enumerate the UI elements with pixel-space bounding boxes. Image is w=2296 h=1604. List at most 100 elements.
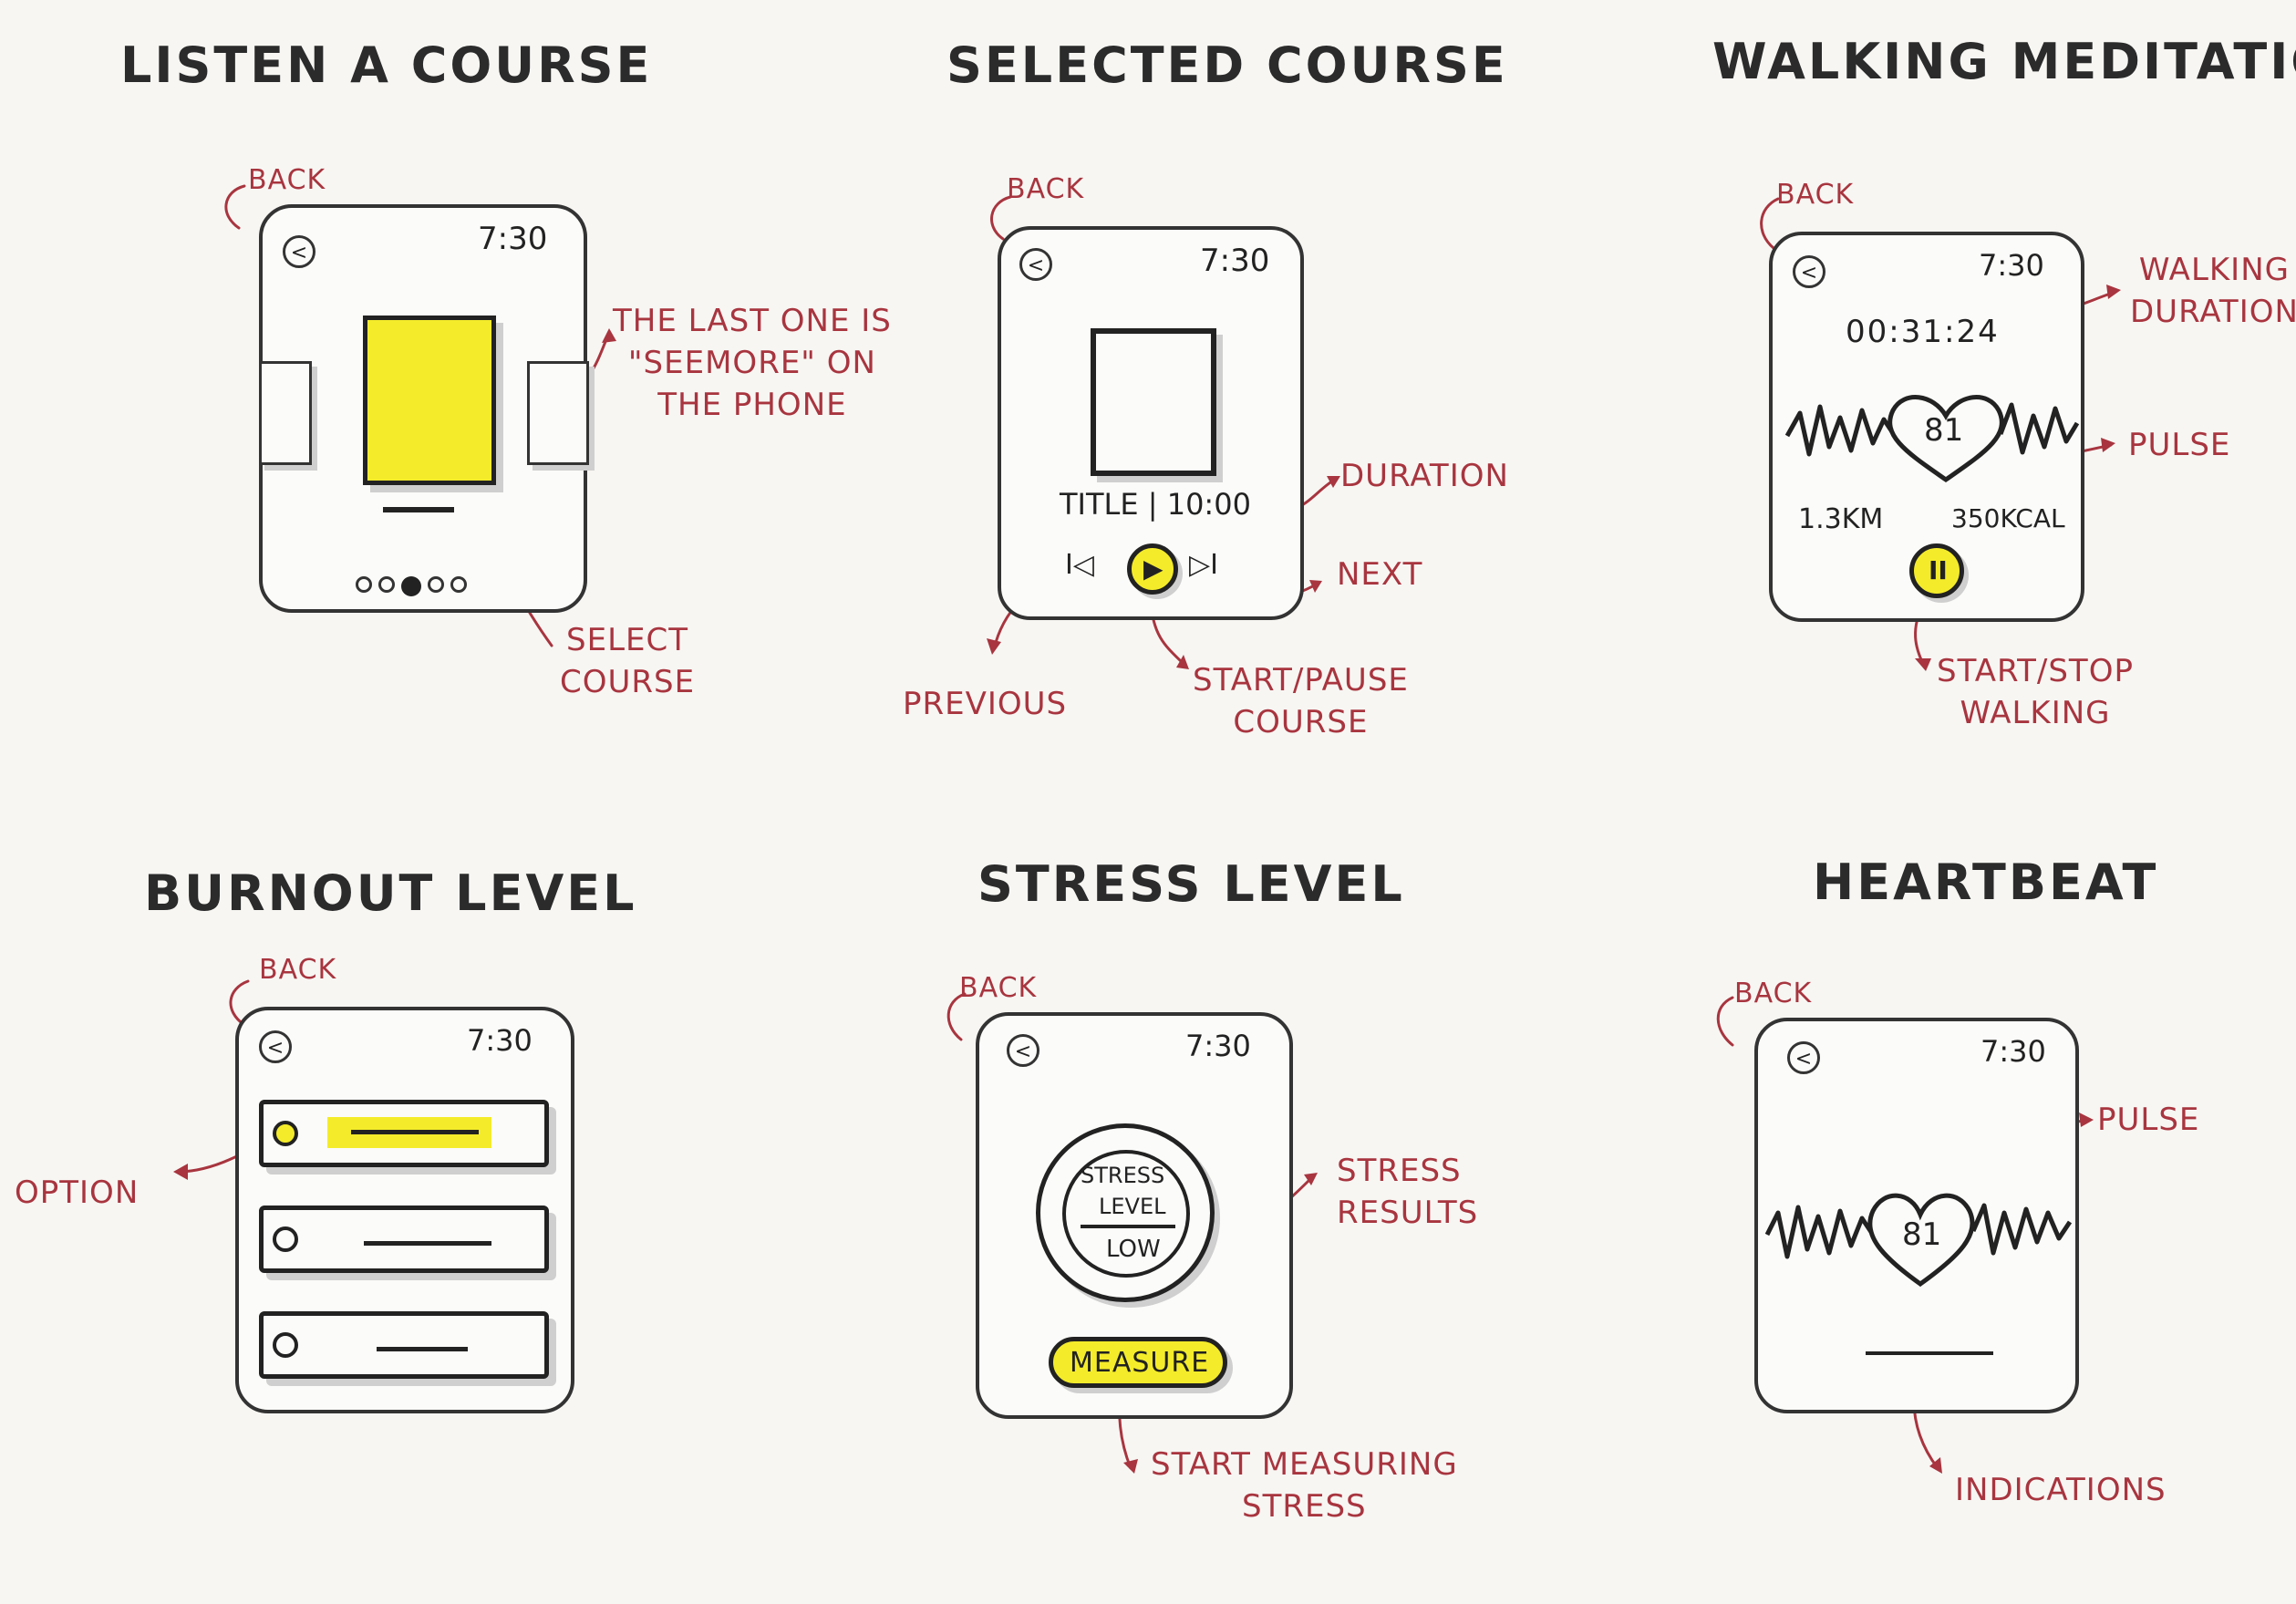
note-walking-duration: WALKING DURATION: [2130, 252, 2296, 330]
arrowhead-start-stop: [1915, 658, 1931, 671]
heart-icon: [1887, 395, 2004, 483]
arrowhead-indications: [1929, 1457, 1942, 1474]
next-button[interactable]: ▷I: [1189, 549, 1218, 581]
arrow-back-3: [1760, 197, 1780, 250]
distance: 1.3KM: [1798, 503, 1884, 535]
watch-selected-course: < 7:30 TITLE | 10:00 I◁ ▶ ▷I: [998, 226, 1304, 620]
course-cover: [1091, 328, 1216, 476]
note-back-5: BACK: [959, 972, 1038, 1004]
arrow-back-1: [224, 184, 246, 230]
arrowhead-pulse-heart: [2079, 1112, 2094, 1127]
play-button[interactable]: ▶: [1127, 543, 1178, 595]
watch-walking: < 7:30 00:31:24 81 1.3KM 350KCAL II: [1769, 232, 2084, 622]
heartbeat-waveform: [1764, 1193, 2073, 1288]
watch-burnout: < 7:30: [235, 1007, 574, 1413]
arrow-back-2: [990, 195, 1012, 241]
pulse-waveform: [1784, 395, 2080, 483]
clock-time: 7:30: [1981, 1034, 2046, 1069]
arrowhead-option: [173, 1164, 188, 1180]
note-indications: INDICATIONS: [1955, 1472, 2167, 1508]
play-icon: ▶: [1143, 554, 1164, 584]
course-card-selected[interactable]: [363, 316, 496, 485]
arrowhead-previous: [987, 638, 1001, 655]
stress-gauge: STRESS LEVEL LOW: [1036, 1123, 1215, 1302]
arrowhead-last-one: [602, 328, 616, 343]
back-button[interactable]: <: [1007, 1034, 1039, 1067]
note-back-3: BACK: [1776, 179, 1855, 211]
watch-listen-course: < 7:30: [259, 204, 589, 613]
back-button[interactable]: <: [1793, 255, 1825, 288]
clock-time: 7:30: [478, 221, 548, 257]
note-back-4: BACK: [259, 954, 337, 986]
indications-line: [1866, 1351, 1993, 1355]
note-next: NEXT: [1337, 556, 1423, 593]
note-pulse-walk: PULSE: [2128, 427, 2231, 463]
arrow-back-5: [946, 992, 967, 1041]
clock-time: 7:30: [1185, 1029, 1251, 1063]
previous-button[interactable]: I◁: [1065, 549, 1094, 581]
back-button[interactable]: <: [259, 1030, 292, 1063]
note-duration: DURATION: [1340, 458, 1509, 494]
calories: 350KCAL: [1951, 503, 2065, 533]
option-label-stroke: [364, 1241, 491, 1246]
arrow-back-4: [229, 979, 250, 1027]
back-button[interactable]: <: [1787, 1041, 1820, 1074]
next-course-card[interactable]: [527, 361, 589, 465]
option-radio: [273, 1121, 298, 1146]
arrowhead-next: [1309, 580, 1322, 593]
arrowhead-duration: [1327, 476, 1340, 488]
clock-time: 7:30: [467, 1023, 533, 1058]
arrowhead-start-pause: [1176, 655, 1189, 669]
watch-heartbeat: < 7:30 81: [1754, 1018, 2079, 1413]
page-dot: [450, 576, 467, 593]
arrowhead-pulse-walk: [2101, 438, 2115, 452]
arrowhead-start-measuring: [1123, 1459, 1138, 1474]
waveform-line: [1784, 402, 2080, 457]
measure-button[interactable]: MEASURE: [1049, 1337, 1227, 1388]
title-walking-meditation: WALKING MEDITATION: [1712, 33, 2296, 90]
option-label-stroke: [377, 1347, 468, 1351]
note-back-6: BACK: [1734, 978, 1813, 1009]
walking-pulse-value: 81: [1924, 412, 1964, 449]
clock-time: 7:30: [1200, 243, 1270, 279]
note-start-stop: START/STOP WALKING: [1937, 653, 2134, 731]
back-button[interactable]: <: [1019, 248, 1052, 281]
note-start-measuring: START MEASURING STRESS: [1151, 1446, 1458, 1525]
back-button[interactable]: <: [283, 235, 315, 268]
stress-result: LOW: [1106, 1236, 1161, 1263]
page-dots[interactable]: [356, 576, 483, 598]
page-dot-active: [401, 576, 421, 596]
option-row[interactable]: [259, 1311, 549, 1379]
watch-stress: < 7:30 STRESS LEVEL LOW MEASURE: [976, 1012, 1293, 1419]
page-dot: [378, 576, 395, 593]
option-row-selected[interactable]: [259, 1100, 549, 1167]
option-row[interactable]: [259, 1206, 549, 1273]
note-select-course: SELECT COURSE: [560, 622, 696, 700]
waveform-line: [1764, 1203, 2073, 1259]
note-back-2: BACK: [1007, 173, 1085, 205]
page-dot: [428, 576, 444, 593]
title-listen-course: LISTEN A COURSE: [120, 36, 653, 94]
clock-time: 7:30: [1979, 248, 2044, 283]
option-radio: [273, 1226, 298, 1252]
course-title-duration: TITLE | 10:00: [1060, 487, 1251, 522]
arrowhead-stress-results: [1304, 1173, 1318, 1185]
note-option: OPTION: [15, 1175, 140, 1211]
heartbeat-pulse-value: 81: [1902, 1216, 1942, 1253]
option-label-stroke: [351, 1130, 479, 1134]
title-heartbeat: HEARTBEAT: [1813, 854, 2159, 911]
title-stress-level: STRESS LEVEL: [977, 855, 1405, 913]
title-selected-course: SELECTED COURSE: [946, 36, 1508, 94]
measure-button-label: MEASURE: [1070, 1347, 1210, 1379]
page-dot: [356, 576, 372, 593]
title-burnout-level: BURNOUT LEVEL: [144, 864, 637, 922]
note-previous: PREVIOUS: [903, 686, 1068, 722]
arrowhead-walking-duration: [2106, 285, 2121, 299]
note-start-pause: START/PAUSE COURSE: [1193, 662, 1409, 740]
note-stress-results: STRESS RESULTS: [1337, 1153, 1479, 1231]
arrow-back-6: [1716, 996, 1734, 1047]
prev-course-card[interactable]: [259, 361, 312, 465]
pause-walk-button[interactable]: II: [1909, 543, 1964, 598]
stress-divider: [1081, 1225, 1175, 1228]
note-back-1: BACK: [248, 164, 326, 196]
